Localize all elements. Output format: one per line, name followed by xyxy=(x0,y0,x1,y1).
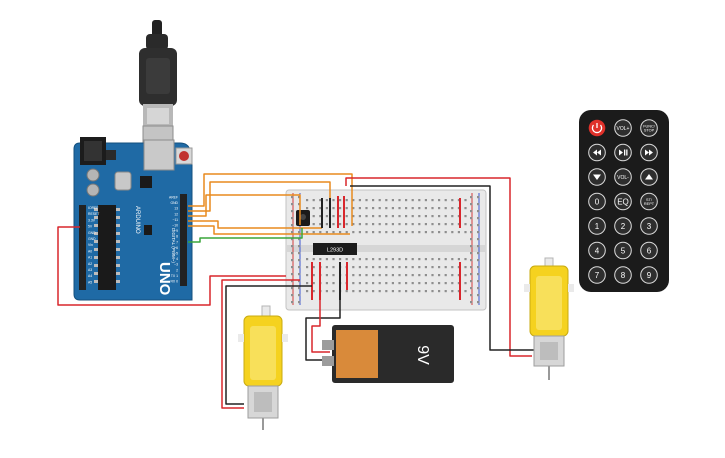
digital-pin-label: AREF xyxy=(169,196,178,200)
key-2-label: 2 xyxy=(621,222,626,231)
eq-label: EQ xyxy=(617,197,629,206)
digital-pin-label: 13 xyxy=(174,207,178,211)
digital-pin-label: 12 xyxy=(174,212,178,216)
wires xyxy=(57,173,534,409)
vol-up-button[interactable]: VOL+ xyxy=(614,119,632,137)
digital-pin-label: ~6 xyxy=(174,246,178,250)
func-stop-button[interactable]: FUNC/STOP xyxy=(640,119,658,137)
digital-pin-label: ~10 xyxy=(172,224,178,228)
remote-buttons: VOL+ FUNC/STOP VOL- 0 EQ ST/REPT 1 2 3 4 5 6 7 8 9 xyxy=(588,119,658,284)
power-pin-label: A0 xyxy=(88,249,92,253)
l293d-chip: L293D xyxy=(313,243,357,255)
power-pin-label: A4 xyxy=(88,274,92,278)
power-pin-label: GND xyxy=(88,231,96,235)
battery-9v: 9V xyxy=(322,325,454,383)
key-8-button[interactable]: 8 xyxy=(614,266,632,284)
arduino-brand-text: ARDUINO xyxy=(134,206,140,234)
key-1-button[interactable]: 1 xyxy=(588,217,606,235)
down-button[interactable] xyxy=(588,168,606,186)
digital-pin-label: ~11 xyxy=(173,218,179,222)
rewind-button[interactable] xyxy=(588,143,606,162)
ir-remote: VOL+ FUNC/STOP VOL- 0 EQ ST/REPT 1 2 3 4 5 6 7 8 9 xyxy=(579,110,669,292)
key-3-button[interactable]: 3 xyxy=(640,217,658,235)
key-6-label: 6 xyxy=(647,246,652,255)
up-icon xyxy=(645,174,653,180)
digital-pin-label: 4 xyxy=(176,257,178,261)
chip-label: L293D xyxy=(327,248,343,254)
usb-cable xyxy=(139,20,177,161)
digital-pin-label: 2 xyxy=(176,268,178,272)
playpause-icon xyxy=(619,149,628,156)
power-pin-label: RESET xyxy=(88,212,99,216)
power-pin-label: A5 xyxy=(88,280,92,284)
key-9-button[interactable]: 9 xyxy=(640,266,658,284)
st-rept-label: ST/REPT xyxy=(644,198,655,206)
power-pin-label: 3.3V xyxy=(88,218,96,222)
vol-up-label: VOL+ xyxy=(617,126,630,132)
key-0-button[interactable]: 0 xyxy=(588,192,606,211)
power-pin-label: A2 xyxy=(88,262,92,266)
eq-button[interactable]: EQ xyxy=(614,192,632,211)
digital-header-label: DIGITAL (PWM~) xyxy=(171,228,176,263)
play-pause-button[interactable] xyxy=(614,143,632,162)
power-pin-label: 5V xyxy=(88,225,93,229)
digital-pin-label: RX 0 xyxy=(170,280,178,284)
power-pin-label: A1 xyxy=(88,256,92,260)
digital-pin-label: 7 xyxy=(176,240,178,244)
down-icon xyxy=(593,174,601,180)
key-4-label: 4 xyxy=(595,246,600,255)
key-5-label: 5 xyxy=(621,246,626,255)
key-5-button[interactable]: 5 xyxy=(614,241,632,260)
key-3-label: 3 xyxy=(647,222,652,231)
key-6-button[interactable]: 6 xyxy=(640,241,658,260)
key-9-label: 9 xyxy=(647,271,652,280)
fast-forward-button[interactable] xyxy=(640,143,658,162)
power-pin-label: A3 xyxy=(88,268,92,272)
battery-voltage-label: 9V xyxy=(414,345,431,365)
st-rept-button[interactable]: ST/REPT xyxy=(640,192,658,211)
power-pin-label: IOREF xyxy=(88,206,98,210)
digital-pin-label: GND xyxy=(170,201,178,205)
ir-receiver xyxy=(296,210,310,226)
vol-down-button[interactable]: VOL- xyxy=(614,168,632,186)
rewind-icon xyxy=(593,149,601,156)
left-gear-motor xyxy=(238,305,288,430)
vol-down-label: VOL- xyxy=(617,175,629,181)
up-button[interactable] xyxy=(640,168,658,186)
digital-pin-label: 8 xyxy=(176,235,178,239)
power-pin-label: Vin xyxy=(88,243,93,247)
digital-pin-label: ~3 xyxy=(174,263,178,267)
arduino-logo-text: UNO xyxy=(156,262,173,296)
key-8-label: 8 xyxy=(621,271,626,280)
right-gear-motor xyxy=(524,257,574,380)
key-2-button[interactable]: 2 xyxy=(614,217,632,235)
digital-pin-label: TX 1 xyxy=(171,274,178,278)
digital-pin-label: ~9 xyxy=(174,229,178,233)
ff-icon xyxy=(645,149,653,156)
power-button[interactable] xyxy=(588,119,606,137)
power-pin-label: GND xyxy=(88,237,96,241)
breadboard: L293D xyxy=(285,189,487,311)
key-4-button[interactable]: 4 xyxy=(588,241,606,260)
key-7-label: 7 xyxy=(595,271,600,280)
key-7-button[interactable]: 7 xyxy=(588,266,606,284)
digital-pin-label: ~5 xyxy=(174,252,178,256)
key-1-label: 1 xyxy=(595,222,600,231)
func-stop-label: FUNC/STOP xyxy=(643,124,656,132)
arduino-board: UNO ARDUINO DIGITAL (PWM~) AREFGND1312~1… xyxy=(73,137,193,301)
key-0-label: 0 xyxy=(595,197,600,206)
breadboard-holes xyxy=(291,196,480,304)
